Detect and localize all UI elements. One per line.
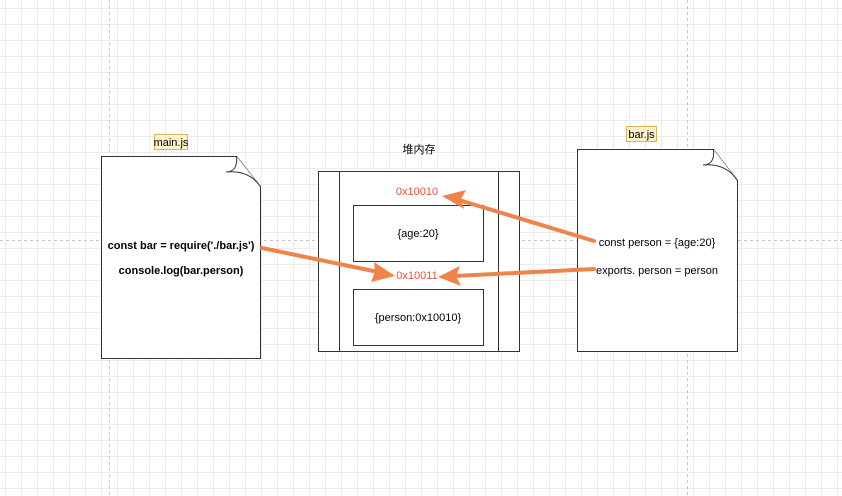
main-js-line-require: const bar = require('./bar.js') [108, 240, 255, 252]
bar-js-label-text: bar.js [628, 129, 655, 141]
heap-object-2[interactable]: {person:0x10010} [353, 289, 484, 346]
arrow-require-to-address-2-shaft [260, 246, 380, 274]
heap-object-1-box [353, 205, 484, 262]
arrow-person-to-address-1-head [442, 190, 466, 209]
heap-memory-box[interactable]: 0x10010 {age:20} 0x10011 {person:0x10010… [318, 171, 520, 352]
main-js-label-text: main.js [154, 137, 189, 149]
main-js-label-box [154, 134, 188, 150]
bar-js-line-person: const person = {age:20} [599, 237, 716, 249]
main-js-line-console: console.log(bar.person) [119, 265, 244, 277]
bar-js-document-shape [577, 149, 738, 352]
heap-title: 堆内存 [403, 142, 436, 156]
arrow-require-to-address-2[interactable] [260, 246, 395, 282]
bar-js-document-fold [702, 149, 738, 181]
arrow-exports-to-address-2-head [438, 266, 461, 286]
main-js-document-fold [225, 156, 261, 187]
main-js-document[interactable]: const bar = require('./bar.js') console.… [101, 156, 261, 359]
heap-address-2: 0x10011 [396, 270, 437, 282]
bar-js-label[interactable]: bar.js [626, 126, 657, 142]
arrow-require-to-address-2-head [371, 262, 395, 282]
arrow-person-to-address-1-shaft [457, 198, 596, 243]
heap-object-1[interactable]: {age:20} [353, 205, 484, 262]
heap-object-1-text: {age:20} [398, 228, 439, 240]
arrow-exports-to-address-2-shaft [453, 267, 596, 278]
heap-object-2-box [353, 289, 484, 346]
main-js-document-shape [101, 156, 261, 359]
arrow-exports-to-address-2[interactable] [438, 266, 596, 286]
heap-address-1: 0x10010 [396, 186, 438, 198]
main-js-label[interactable]: main.js [154, 134, 189, 150]
arrow-person-to-address-1[interactable] [442, 190, 596, 243]
bar-js-label-box [626, 126, 657, 142]
heap-object-2-text: {person:0x10010} [375, 312, 462, 324]
bar-js-line-exports: exports. person = person [596, 265, 718, 277]
bar-js-document[interactable]: const person = {age:20} exports. person … [577, 149, 738, 352]
arrows [260, 190, 596, 286]
